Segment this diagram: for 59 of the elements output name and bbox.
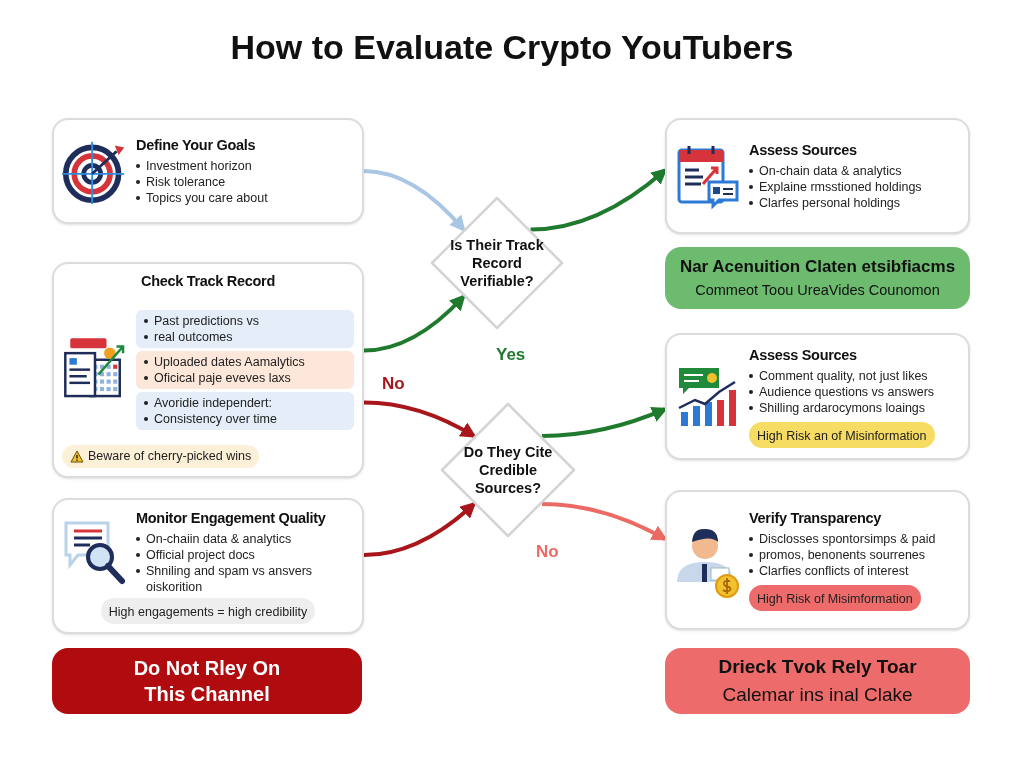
bullet-text: promos, benonents sourrenes: [759, 547, 926, 563]
arrow: [363, 294, 466, 353]
step-card: [52, 118, 364, 224]
bullet-text: Risk tolerance: [146, 174, 226, 190]
arrow: [363, 400, 477, 438]
warning-pill: [62, 445, 260, 468]
outcome-banner: [665, 247, 970, 309]
card-heading: Assess Sources: [749, 345, 858, 365]
arrow: [363, 501, 477, 558]
step-card: [665, 490, 970, 630]
decision-text: Is Their Track Record Verifiable?: [449, 236, 545, 290]
bullet-text: On-chain data & analytics: [759, 163, 902, 179]
bullet-text: Past predictions vs: [154, 312, 259, 329]
banner-text: Drieck Tvok Rely Toar: [718, 654, 917, 679]
step-card: [665, 333, 970, 460]
bullet-text: real outcomes: [154, 328, 233, 345]
step-card: [665, 118, 970, 234]
info-panel: [136, 309, 354, 348]
status-pill: [749, 585, 921, 611]
banner-text: Commeot Toou UreaVides Counomon: [695, 280, 940, 300]
bullet-text: Avoridie independert:: [154, 394, 272, 411]
bullet-text: Audience questions vs answers: [759, 383, 935, 400]
branch-label: Yes: [496, 344, 526, 366]
banner-text: Calemar ins inal Clake: [722, 683, 913, 707]
bullet-text: Clarfies conflicts of interest: [759, 563, 909, 579]
status-pill: [749, 421, 935, 448]
bullet-text: Uploaded dates Aamalytics: [154, 353, 305, 370]
status-text: High engagements = high credibility: [108, 605, 308, 619]
decision-text: Do They Cite Credible Sources?: [462, 443, 554, 497]
card-heading: Check Track Record: [141, 272, 275, 291]
bullet-text: Topics you care about: [146, 190, 268, 206]
bullet-text: Disclosses spontorsimps & paid: [759, 531, 936, 547]
step-card: [52, 262, 364, 478]
card-heading: Monitor Engagement Quality: [136, 508, 327, 528]
status-text: High Risk of Misimformation: [757, 592, 913, 606]
warning-text: Beware of cherry-picked wins: [88, 448, 252, 466]
bullet-text: Investment horizon: [146, 158, 252, 174]
bullet-text: Official project docs: [146, 546, 255, 563]
bullet-text: Explaine rmsstioned holdings: [759, 179, 922, 195]
diagram-title: How to Evaluate Crypto YouTubers: [229, 27, 795, 68]
bullet-text: Shilling ardarocymons loaings: [759, 399, 926, 416]
info-panel: [136, 350, 354, 389]
card-heading: Assess Sources: [749, 141, 858, 160]
bullet-text: Oficical paje eveves laxs: [154, 369, 291, 386]
outcome-banner: [52, 648, 362, 714]
bullet-text: On-chaiin data & analytics: [146, 530, 292, 547]
step-card: [52, 498, 364, 634]
banner-text: Do Not Rley On This Channel: [132, 656, 282, 707]
card-heading: Define Your Goals: [136, 136, 257, 155]
banner-text: Nar Acenuition Claten etsibfiacms: [679, 256, 956, 279]
bullet-text: Consistency over time: [154, 410, 277, 427]
status-text: High Risk an of Misinformation: [757, 428, 927, 443]
outcome-banner: [665, 648, 970, 714]
info-panel: [136, 391, 354, 430]
bullet-text: Comment quality, not just likes: [759, 367, 928, 384]
bullet-text: Clarfes personal holdings: [759, 195, 901, 211]
card-heading: Verify Transparency: [749, 509, 883, 528]
bullet-text: Shniling and spam vs ansvers oiskorition: [146, 562, 314, 595]
arrow: [363, 169, 466, 232]
